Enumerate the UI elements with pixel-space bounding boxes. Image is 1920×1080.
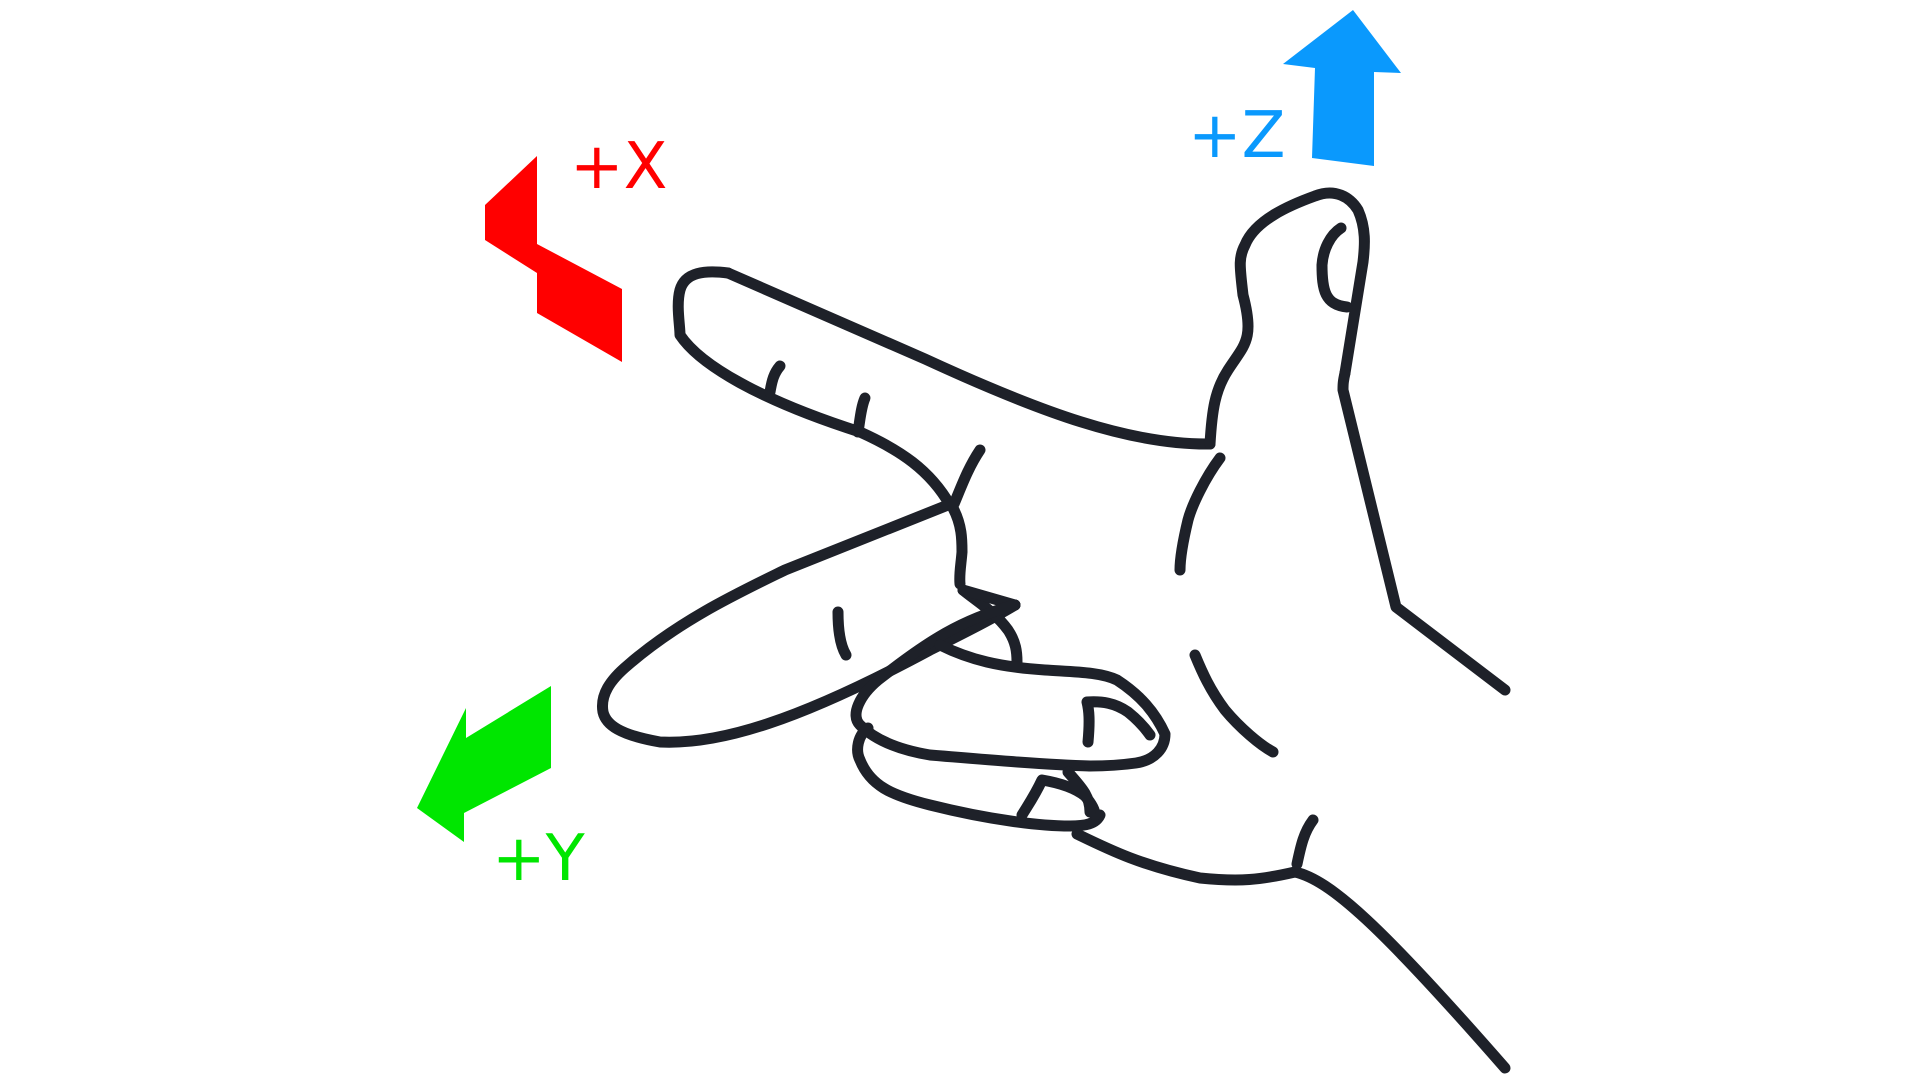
y-axis-label: +Y xyxy=(492,822,586,896)
x-axis-arrow xyxy=(485,156,622,362)
x-axis-label: +X xyxy=(570,130,667,204)
x-axis-group: +X xyxy=(485,130,667,362)
hand-outline xyxy=(596,187,1511,1074)
y-axis-group: +Y xyxy=(417,686,586,896)
z-axis-group: +Z xyxy=(1188,10,1401,173)
y-axis-arrow xyxy=(417,686,551,842)
z-axis-arrow xyxy=(1283,10,1401,166)
z-axis-label: +Z xyxy=(1188,99,1285,173)
